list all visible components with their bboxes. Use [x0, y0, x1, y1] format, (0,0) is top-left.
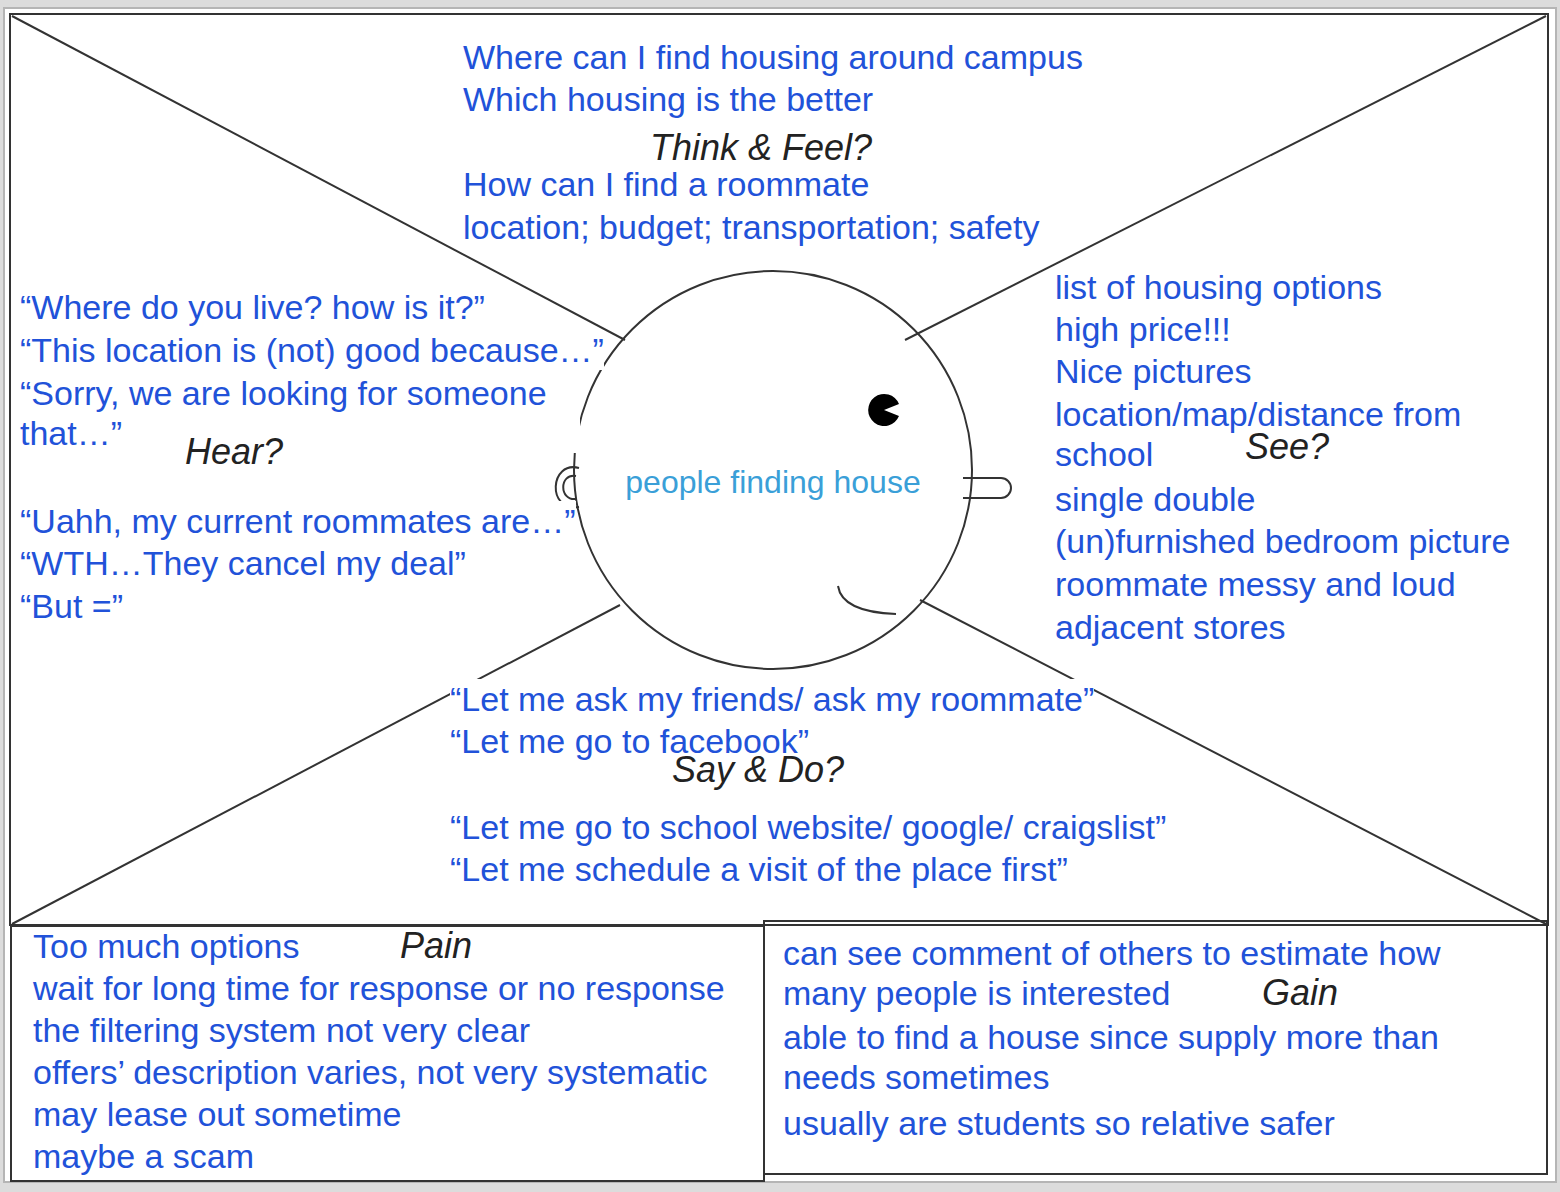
- pain-box: Pain Too much optionswait for long time f…: [10, 925, 765, 1182]
- see-quadrant: list of housing optionshigh price!!!Nice…: [1040, 260, 1548, 650]
- say-do-quadrant: “Let me ask my friends/ ask my roommate”…: [430, 675, 1190, 895]
- note-text: can see comment of others to estimate ho…: [783, 933, 1483, 1013]
- note-text: “Uahh, my current roommates are…”: [20, 501, 576, 541]
- note-text: How can I find a roommate: [463, 164, 869, 204]
- section-heading: Gain: [1262, 973, 1338, 1013]
- section-heading: Pain: [400, 926, 472, 966]
- note-text: “Let me schedule a visit of the place fi…: [450, 849, 1068, 889]
- note-text: “But =”: [20, 586, 123, 626]
- note-text: offers’ description varies, not very sys…: [33, 1052, 708, 1092]
- note-text: list of housing options: [1055, 267, 1382, 307]
- note-text: “Where do you live? how is it?”: [20, 287, 485, 327]
- note-text: single double: [1055, 479, 1255, 519]
- note-text: the filtering system not very clear: [33, 1010, 530, 1050]
- note-text: wait for long time for response or no re…: [33, 968, 725, 1008]
- circle-outline: [574, 271, 972, 669]
- paper-ground: [4, 8, 1556, 1182]
- persona-label: people finding house: [573, 462, 973, 502]
- note-text: high price!!!: [1055, 309, 1231, 349]
- map-frame: [10, 14, 1548, 925]
- persona-circle: people finding house: [573, 270, 973, 670]
- section-heading: See?: [1245, 427, 1329, 467]
- section-heading: Think & Feel?: [650, 128, 872, 168]
- note-text: able to find a house since supply more t…: [783, 1017, 1483, 1097]
- note-text: roommate messy and loud: [1055, 564, 1456, 604]
- section-heading: Say & Do?: [672, 750, 844, 790]
- note-text: usually are students so relative safer: [783, 1103, 1335, 1143]
- note-text: “Let me ask my friends/ ask my roommate”: [450, 679, 1094, 719]
- note-text: Where can I find housing around campus: [463, 37, 1083, 77]
- note-text: Which housing is the better: [463, 79, 873, 119]
- note-text: “Sorry, we are looking for someone that……: [20, 373, 580, 453]
- section-heading: Hear?: [185, 432, 283, 472]
- note-text: Nice pictures: [1055, 351, 1252, 391]
- note-text: (un)furnished bedroom picture: [1055, 521, 1510, 561]
- hear-quadrant: “Where do you live? how is it?”“This loc…: [14, 280, 634, 630]
- note-text: location; budget; transportation; safety: [463, 207, 1039, 247]
- gain-box: Gaincan see comment of others to estimat…: [763, 920, 1548, 1175]
- note-text: adjacent stores: [1055, 607, 1286, 647]
- think-feel-quadrant: Where can I find housing around campusWh…: [440, 28, 1140, 250]
- note-text: may lease out sometime: [33, 1094, 402, 1134]
- note-text: “WTH…They cancel my deal”: [20, 543, 466, 583]
- note-text: “This location is (not) good because…”: [20, 330, 604, 370]
- face-mouth: [838, 586, 896, 614]
- note-text: Too much options: [33, 926, 300, 966]
- note-text: “Let me go to school website/ google/ cr…: [450, 807, 1166, 847]
- note-text: maybe a scam: [33, 1136, 254, 1176]
- face-eye: [868, 394, 899, 426]
